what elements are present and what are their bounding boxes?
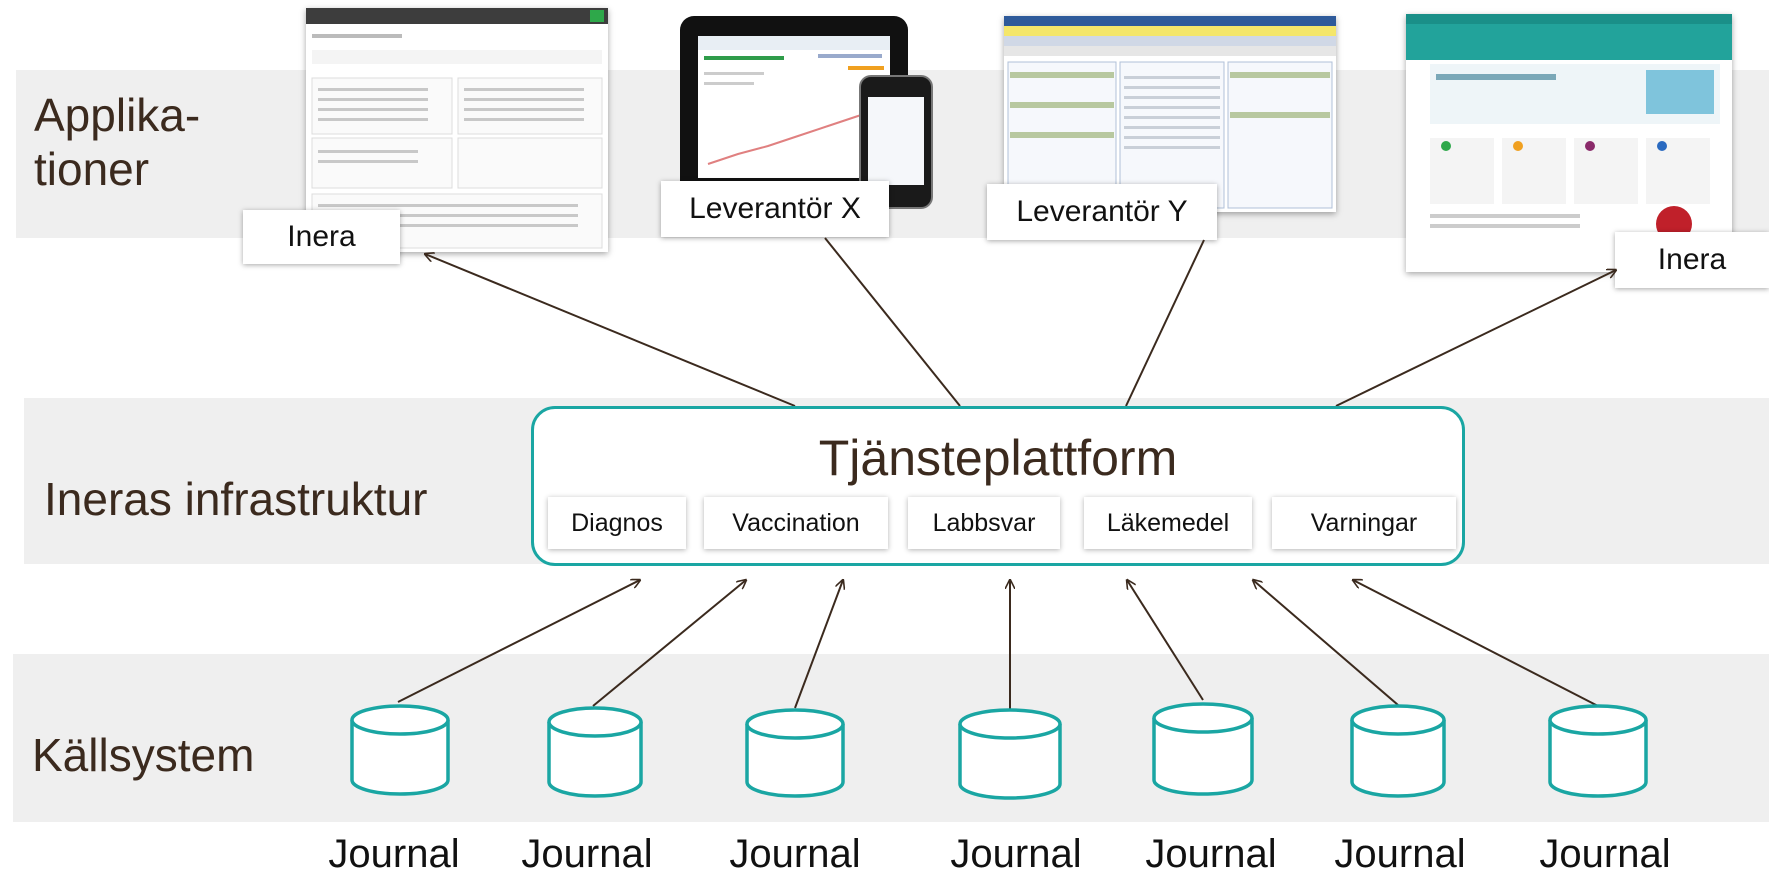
app-label-inera-right: Inera: [1615, 232, 1769, 288]
applications-layer-label: Applika- tioner: [34, 89, 201, 195]
dashboard-mockup-image: [306, 8, 608, 249]
source-systems-layer-label: Källsystem: [32, 729, 255, 781]
arrow-from-journal-1: [397, 580, 640, 703]
line-to-supplier-x: [824, 237, 961, 407]
app-label-inera-left: Inera: [243, 210, 400, 264]
journal-database-icon-4: [958, 708, 1062, 800]
journal-label-7: Journal: [1539, 832, 1671, 876]
journal-label-6: Journal: [1334, 832, 1466, 876]
journal-database-icon-7: [1548, 704, 1648, 798]
line-to-supplier-y: [1125, 239, 1205, 407]
journal-database-icon-6: [1350, 704, 1446, 798]
journal-label-4: Journal: [950, 832, 1082, 876]
service-lakemedel: Läkemedel: [1084, 497, 1252, 549]
infrastructure-layer-label: Ineras infrastruktur: [44, 473, 428, 525]
source-systems-band: [13, 654, 1769, 822]
arrow-to-inera-left: [425, 254, 796, 407]
app-label-supplier-x: Leverantör X: [661, 181, 889, 237]
service-vaccination: Vaccination: [704, 497, 888, 549]
journal-database-icon-5: [1152, 702, 1254, 796]
platform-title: Tjänsteplattform: [818, 430, 1178, 486]
service-labbsvar: Labbsvar: [908, 497, 1060, 549]
journal-label-5: Journal: [1145, 832, 1277, 876]
journalen-screenshot: [1406, 14, 1732, 272]
arrow-to-inera-right: [1335, 270, 1616, 407]
service-diagnos: Diagnos: [548, 497, 686, 549]
journal-label-3: Journal: [729, 832, 861, 876]
journal-database-icon-2: [547, 706, 643, 798]
journal-database-icon-3: [745, 708, 845, 798]
service-platform: Tjänsteplattform Diagnos Vaccination Lab…: [531, 406, 1465, 566]
app-label-supplier-y: Leverantör Y: [987, 184, 1217, 240]
service-varningar: Varningar: [1272, 497, 1456, 549]
journal-label-1: Journal: [328, 832, 460, 876]
arrow-from-journal-7: [1353, 580, 1599, 707]
arrow-from-journal-2: [592, 580, 746, 707]
arrow-from-journal-3: [794, 580, 843, 709]
journal-label-2: Journal: [521, 832, 653, 876]
arrow-from-journal-6: [1253, 580, 1399, 706]
arrow-from-journal-5: [1127, 580, 1204, 701]
journal-database-icon-1: [350, 704, 450, 796]
supplier-y-screenshot: [1004, 16, 1336, 212]
